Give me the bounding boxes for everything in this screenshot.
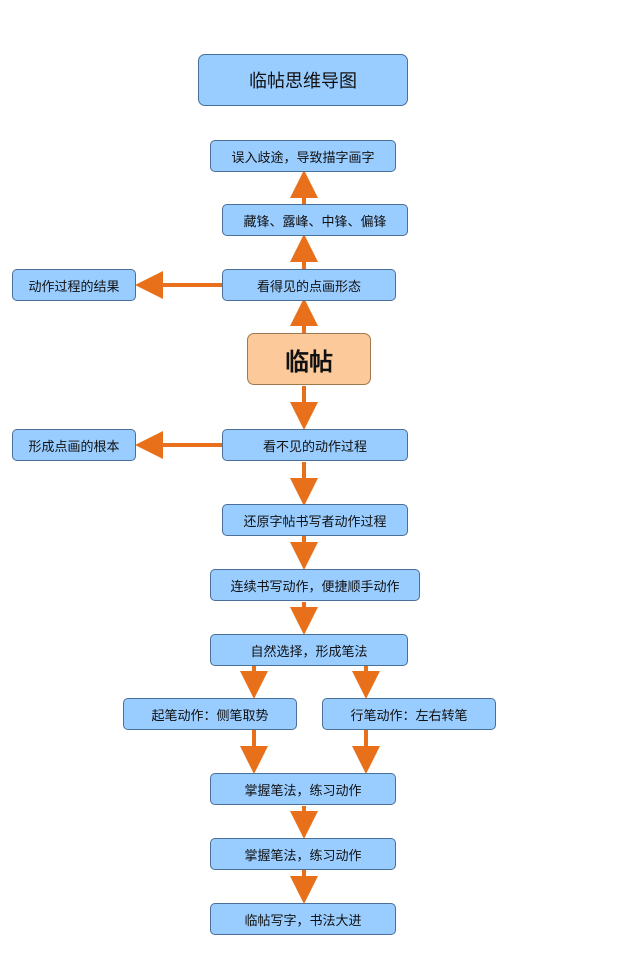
diagram-title-node: 临帖思维导图 [198,54,408,106]
node-misguided: 误入歧途，导致描字画字 [210,140,396,172]
node-brush-tips: 藏锋、露峰、中锋、偏锋 [222,204,408,236]
node-invisible-process: 看不见的动作过程 [222,429,408,461]
node-natural-selection: 自然选择，形成笔法 [210,634,408,666]
node-running-stroke: 行笔动作：左右转笔 [322,698,496,730]
node-root-of-strokes: 形成点画的根本 [12,429,136,461]
node-restore-process: 还原字帖书写者动作过程 [222,504,408,536]
node-start-stroke: 起笔动作：侧笔取势 [123,698,297,730]
node-visible-form: 看得见的点画形态 [222,269,396,301]
node-result-of-process: 动作过程的结果 [12,269,136,301]
node-master-technique-1: 掌握笔法，练习动作 [210,773,396,805]
node-calligraphy-progress: 临帖写字，书法大进 [210,903,396,935]
node-master-technique-2: 掌握笔法，练习动作 [210,838,396,870]
node-continuous-motion: 连续书写动作，便捷顺手动作 [210,569,420,601]
center-node: 临帖 [247,333,371,385]
